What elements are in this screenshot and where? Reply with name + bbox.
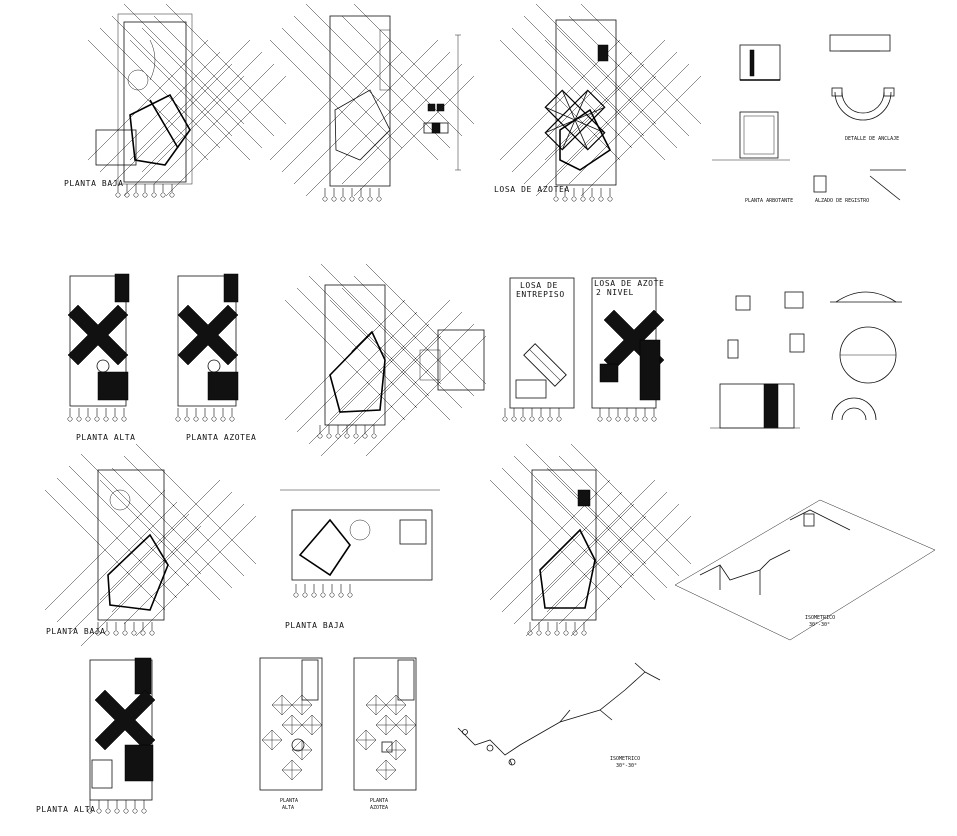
svg-text:ALZADO DE REGISTRO: ALZADO DE REGISTRO xyxy=(815,198,869,204)
label-planta-baja-1: PLANTA BAJA xyxy=(64,179,124,188)
plan-planta-alta-1 xyxy=(67,273,130,422)
details-mid-right xyxy=(710,291,902,429)
label-planta-alta-3-1: PLANTA xyxy=(280,798,298,804)
details-top-right: PLANTA ARBOTANTE ALZADO DE REGISTRO DETA… xyxy=(712,34,906,204)
label-isometrico-2-2: 30°-30° xyxy=(616,763,637,769)
label-losa-azotea-2-1: LOSA DE AZOTE xyxy=(594,279,664,288)
isometric-2 xyxy=(457,662,661,766)
plan-losa-azotea-2 xyxy=(591,277,665,422)
plan-planta-baja-2 xyxy=(44,443,257,647)
label-isometrico-2-1: ISOMETRICO xyxy=(610,756,640,762)
label-losa-entrepiso-1: LOSA DE xyxy=(520,281,558,290)
isometric-1 xyxy=(674,499,936,641)
label-planta-azotea-2-1: PLANTA xyxy=(370,798,388,804)
label-losa-entrepiso-2: ENTREPISO xyxy=(516,290,565,299)
label-planta-baja-2: PLANTA BAJA xyxy=(46,627,106,636)
label-planta-alta-1: PLANTA ALTA xyxy=(76,433,136,442)
label-planta-azotea-1: PLANTA AZOTEA xyxy=(186,433,256,442)
plan-planta-azotea-2 xyxy=(353,657,417,791)
plan-losa-azotea-1 xyxy=(499,3,702,202)
label-isometrico-1-2: 30°-30° xyxy=(809,622,830,628)
plan-losa-entrepiso xyxy=(502,277,575,422)
label-planta-alta-3-2: ALTA xyxy=(282,805,294,811)
svg-text:PLANTA ARBOTANTE: PLANTA ARBOTANTE xyxy=(745,198,793,204)
label-planta-azotea-2-2: AZOTEA xyxy=(370,805,388,811)
plan-upper-1 xyxy=(269,3,475,202)
plan-upper-3 xyxy=(489,443,692,637)
plan-planta-alta-2 xyxy=(87,657,156,814)
label-isometrico-1-1: ISOMETRICO xyxy=(805,615,835,621)
plan-planta-azotea-1 xyxy=(175,273,239,422)
plan-planta-baja-1 xyxy=(87,3,287,198)
label-planta-alta-2: PLANTA ALTA xyxy=(36,805,96,814)
label-losa-azotea-1: LOSA DE AZOTEA xyxy=(494,185,570,194)
plan-planta-alta-3 xyxy=(259,657,323,791)
label-losa-azotea-2-2: 2 NIVEL xyxy=(596,288,634,297)
plan-mid-2 xyxy=(284,263,487,457)
svg-text:DETALLE DE ANCLAJE: DETALLE DE ANCLAJE xyxy=(845,136,899,142)
plan-planta-baja-3 xyxy=(280,489,440,598)
label-planta-baja-3: PLANTA BAJA xyxy=(285,621,345,630)
